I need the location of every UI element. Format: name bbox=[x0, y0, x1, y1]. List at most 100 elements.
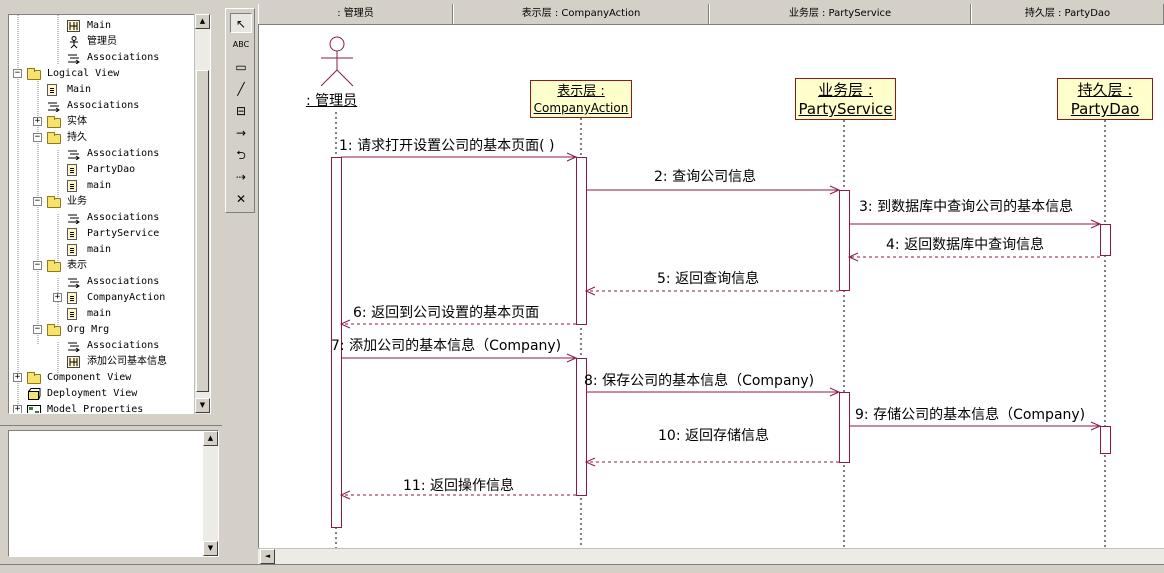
activation-bar-company-action[interactable] bbox=[576, 157, 587, 325]
activation-bar-party-dao[interactable] bbox=[1100, 224, 1111, 256]
object-tool[interactable]: ⊟ bbox=[235, 104, 247, 118]
tree-item[interactable]: Associations bbox=[9, 98, 195, 114]
tree-item[interactable]: Associations bbox=[9, 338, 195, 354]
collapse-toggle-icon[interactable]: − bbox=[33, 132, 42, 142]
expand-toggle-icon[interactable]: + bbox=[53, 292, 62, 302]
diagram-horizontal-scrollbar[interactable]: ◄ bbox=[258, 548, 1164, 564]
expand-toggle-icon[interactable]: + bbox=[33, 116, 42, 126]
collapse-toggle-icon[interactable]: − bbox=[33, 324, 42, 334]
message-label[interactable]: 1: 请求打开设置公司的基本页面( ) bbox=[339, 138, 555, 154]
pane-splitter[interactable] bbox=[0, 418, 222, 426]
message-to-self-tool[interactable]: ⮌ bbox=[236, 148, 246, 162]
object-company-action[interactable]: 表示层 :CompanyAction bbox=[530, 80, 632, 118]
text-tool[interactable]: ABC bbox=[232, 40, 250, 49]
message-label[interactable]: 4: 返回数据库中查询信息 bbox=[886, 237, 1045, 253]
message-label[interactable]: 8: 保存公司的基本信息（Company) bbox=[584, 373, 815, 389]
message-label[interactable]: 3: 到数据库中查询公司的基本信息 bbox=[859, 199, 1074, 215]
object-class-label: PartyService bbox=[798, 100, 893, 118]
tree-item[interactable]: Main bbox=[9, 82, 195, 98]
tree-item[interactable]: +Model Properties bbox=[9, 402, 195, 414]
arrowhead-icon bbox=[847, 252, 859, 262]
documentation-pane[interactable]: ▲ ▼ bbox=[8, 430, 219, 557]
tree-item-label: 持久 bbox=[67, 132, 87, 143]
scroll-left-button[interactable]: ◄ bbox=[260, 549, 275, 564]
deployment-icon bbox=[27, 388, 41, 400]
destruction-marker-tool[interactable]: ✕ bbox=[235, 192, 247, 206]
sequence-diagram-icon bbox=[67, 356, 81, 368]
folder-icon bbox=[47, 260, 61, 272]
expand-toggle-icon[interactable]: + bbox=[13, 372, 22, 382]
scroll-down-button[interactable]: ▼ bbox=[195, 398, 210, 413]
message-label[interactable]: 11: 返回操作信息 bbox=[403, 478, 514, 494]
note-tool[interactable]: ▭ bbox=[235, 60, 247, 74]
expand-toggle-icon[interactable]: + bbox=[13, 404, 22, 414]
tree-item[interactable]: main bbox=[9, 178, 195, 194]
tree-item[interactable]: +Component View bbox=[9, 370, 195, 386]
tree-item[interactable]: Main bbox=[9, 18, 195, 34]
tree-item[interactable]: Associations bbox=[9, 274, 195, 290]
tree-vertical-scrollbar[interactable]: ▲ ▼ bbox=[194, 14, 210, 414]
message-label[interactable]: 9: 存储公司的基本信息（Company) bbox=[855, 407, 1086, 423]
doc-scroll-up-button[interactable]: ▲ bbox=[203, 431, 218, 446]
scroll-thumb[interactable] bbox=[196, 70, 209, 392]
doc-scroll-down-button[interactable]: ▼ bbox=[203, 541, 218, 556]
tree-item[interactable]: − 持久 bbox=[9, 130, 195, 146]
object-party-service[interactable]: 业务层 :PartyService bbox=[795, 78, 896, 120]
associations-icon bbox=[67, 276, 81, 289]
tree-item-label: main bbox=[87, 308, 112, 319]
scroll-up-button[interactable]: ▲ bbox=[195, 14, 210, 29]
return-message-tool[interactable]: ⇢ bbox=[235, 170, 247, 184]
tree-item[interactable]: −Logical View bbox=[9, 66, 195, 82]
tree-item[interactable]: main bbox=[9, 242, 195, 258]
message-label[interactable]: 10: 返回存储信息 bbox=[658, 428, 769, 444]
tree-item-label: CompanyAction bbox=[87, 292, 166, 303]
documentation-scrollbar[interactable]: ▲ ▼ bbox=[203, 431, 218, 556]
activation-bar-party-service[interactable] bbox=[839, 392, 850, 463]
message-label[interactable]: 7: 添加公司的基本信息（Company) bbox=[331, 338, 562, 354]
activation-bar-party-dao[interactable] bbox=[1100, 426, 1111, 454]
tree-item-label: PartyService bbox=[87, 228, 160, 239]
tree-item[interactable]: Deployment View bbox=[9, 386, 195, 402]
tree-item[interactable]: −业务 bbox=[9, 194, 195, 210]
tree-item[interactable]: +实体 bbox=[9, 114, 195, 130]
selection-tool[interactable]: ↖ bbox=[230, 13, 252, 33]
actor-icon bbox=[67, 36, 81, 49]
activation-bar-admin[interactable] bbox=[331, 157, 342, 528]
actor-figure-icon[interactable] bbox=[320, 36, 354, 87]
activation-bar-company-action[interactable] bbox=[576, 358, 587, 496]
tree-item-label: Associations bbox=[87, 148, 160, 159]
tree-item-label: Associations bbox=[87, 212, 160, 223]
tree-item[interactable]: Associations bbox=[9, 146, 195, 162]
object-message-tool[interactable]: → bbox=[235, 126, 247, 140]
tree-item-label: Main bbox=[67, 84, 92, 95]
object-party-dao[interactable]: 持久层 :PartyDao bbox=[1057, 78, 1153, 120]
arrowhead-icon bbox=[584, 457, 596, 467]
tree-item[interactable]: 添加公司基本信息 bbox=[9, 354, 195, 370]
folder-icon bbox=[47, 116, 61, 128]
header-object-cell: 表示层 : CompanyAction bbox=[453, 4, 709, 24]
tree-item[interactable]: PartyService bbox=[9, 226, 195, 242]
message-label[interactable]: 5: 返回查询信息 bbox=[657, 271, 760, 287]
activation-bar-party-service[interactable] bbox=[839, 190, 850, 291]
collapse-toggle-icon[interactable]: − bbox=[33, 260, 42, 270]
collapse-toggle-icon[interactable]: − bbox=[33, 196, 42, 206]
tree-item[interactable]: Associations bbox=[9, 210, 195, 226]
object-class-label: PartyDao bbox=[1070, 100, 1140, 118]
tree-item[interactable]: Associations bbox=[9, 50, 195, 66]
message-label[interactable]: 6: 返回到公司设置的基本页面 bbox=[353, 305, 540, 321]
collapse-toggle-icon[interactable]: − bbox=[13, 68, 22, 78]
tree-item[interactable]: −表示 bbox=[9, 258, 195, 274]
arrowhead-icon bbox=[584, 286, 596, 296]
class-icon bbox=[67, 164, 77, 176]
tree-item[interactable]: −Org Mrg bbox=[9, 322, 195, 338]
message-label[interactable]: 2: 查询公司信息 bbox=[654, 169, 757, 185]
anchor-note-tool[interactable]: ╱ bbox=[237, 82, 245, 96]
class-diagram-icon bbox=[67, 180, 77, 192]
tree-item[interactable]: PartyDao bbox=[9, 162, 195, 178]
tree-item[interactable]: + CompanyAction bbox=[9, 290, 195, 306]
arrowhead-icon bbox=[339, 490, 351, 500]
tree-item[interactable]: main bbox=[9, 306, 195, 322]
tree-item[interactable]: 管理员 bbox=[9, 34, 195, 50]
